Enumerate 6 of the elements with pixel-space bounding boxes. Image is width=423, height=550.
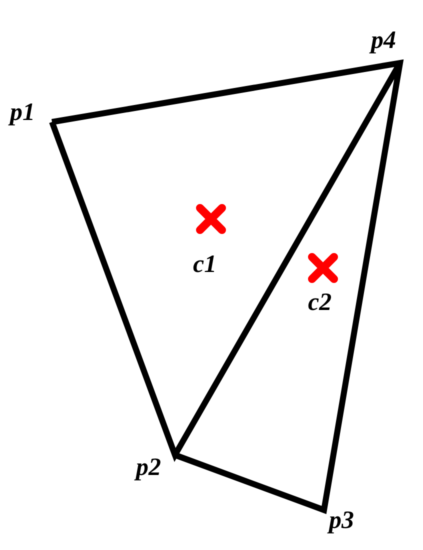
- point-label: p2: [136, 455, 161, 480]
- point-label: c2: [308, 290, 332, 315]
- point-label: p4: [371, 28, 396, 53]
- point-label: p3: [329, 508, 354, 533]
- point-label: p1: [10, 100, 35, 125]
- point-label: c1: [193, 252, 217, 277]
